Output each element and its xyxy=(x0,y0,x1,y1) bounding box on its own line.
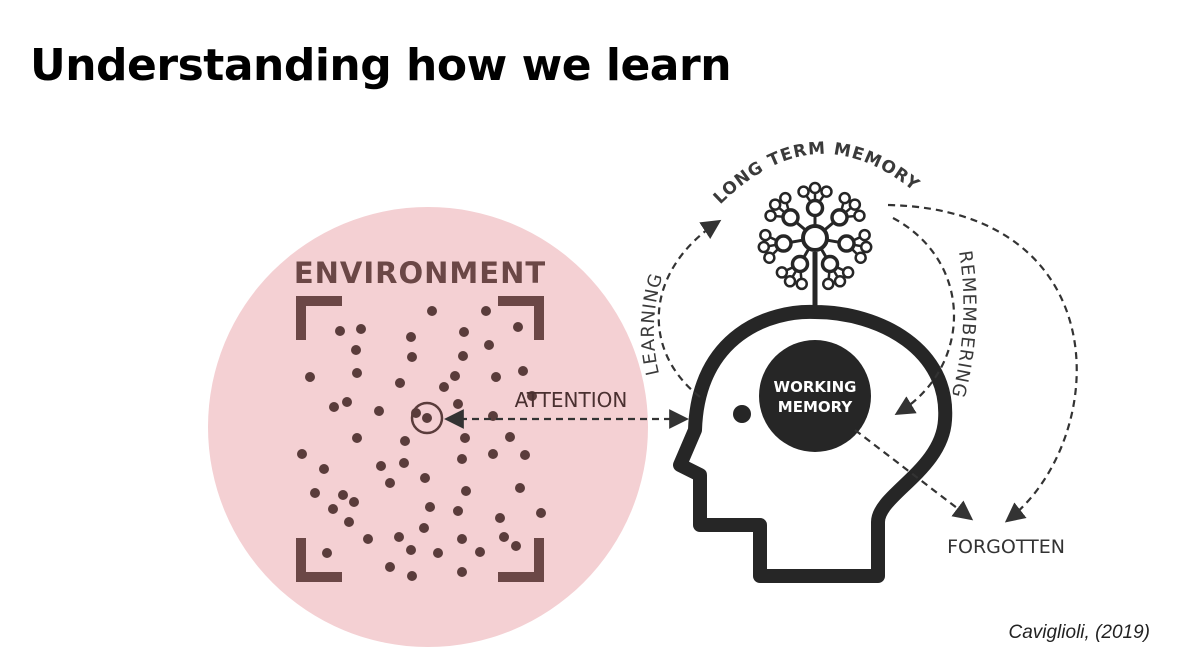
stimulus-dot xyxy=(457,454,467,464)
stimulus-dot xyxy=(457,567,467,577)
environment-dots xyxy=(297,306,546,581)
stimulus-dot xyxy=(406,545,416,555)
stimulus-dot xyxy=(394,532,404,542)
stimulus-dot xyxy=(356,324,366,334)
learning-label: LEARNING xyxy=(638,271,667,378)
stimulus-dot xyxy=(461,486,471,496)
stimulus-dot xyxy=(363,534,373,544)
forgetting-arrow-from-long-term-memory xyxy=(887,203,1078,523)
stimulus-dot xyxy=(407,352,417,362)
stimulus-dot xyxy=(458,351,468,361)
stimulus-dot xyxy=(484,340,494,350)
stimulus-dot xyxy=(349,497,359,507)
stimulus-dot xyxy=(518,366,528,376)
stimulus-dot xyxy=(335,326,345,336)
stimulus-dot xyxy=(515,483,525,493)
stimulus-dot xyxy=(342,397,352,407)
stimulus-dot xyxy=(488,449,498,459)
environment-frame xyxy=(296,296,544,582)
stimulus-dot xyxy=(513,322,523,332)
stimulus-dot xyxy=(453,399,463,409)
frame-corner-bottom-right xyxy=(498,538,544,582)
stimulus-dot xyxy=(328,504,338,514)
stimulus-dot xyxy=(457,534,467,544)
stimulus-dot xyxy=(433,548,443,558)
stimulus-dot xyxy=(406,332,416,342)
stimulus-dot xyxy=(395,378,405,388)
frame-corner-bottom-left xyxy=(296,538,342,582)
remembering-arrow xyxy=(892,217,955,416)
stimulus-dot xyxy=(453,506,463,516)
stimulus-dot xyxy=(329,402,339,412)
stimulus-dot xyxy=(352,433,362,443)
stimulus-dot xyxy=(385,478,395,488)
stimulus-dot xyxy=(499,532,509,542)
stimulus-dot xyxy=(505,432,515,442)
frame-corner-top-left xyxy=(296,296,342,340)
remembering-label: REMEMBERING xyxy=(947,249,980,400)
stimulus-dot xyxy=(520,450,530,460)
stimulus-dot xyxy=(385,562,395,572)
stimulus-dot xyxy=(425,502,435,512)
forgotten-label: FORGOTTEN xyxy=(947,536,1065,558)
stimulus-dot xyxy=(376,461,386,471)
stimulus-dot xyxy=(374,406,384,416)
stimulus-dot xyxy=(351,345,361,355)
head-eye xyxy=(733,405,751,423)
attention-target-icon xyxy=(410,401,444,435)
stimulus-dot xyxy=(420,473,430,483)
stimulus-dot xyxy=(481,306,491,316)
stimulus-dot xyxy=(399,458,409,468)
stimulus-dot xyxy=(352,368,362,378)
stimulus-dot xyxy=(427,306,437,316)
stimulus-dot xyxy=(338,490,348,500)
citation: Caviglioli, (2019) xyxy=(1008,622,1150,643)
stimulus-dot xyxy=(495,513,505,523)
working-memory-label-line2: MEMORY xyxy=(778,398,854,416)
frame-corner-top-right xyxy=(498,296,544,340)
stimulus-dot xyxy=(419,523,429,533)
stimulus-dot xyxy=(439,382,449,392)
neural-network-icon xyxy=(757,181,873,312)
stimulus-dot xyxy=(536,508,546,518)
stimulus-dot xyxy=(400,436,410,446)
forgetting-arrow-from-working-memory xyxy=(854,429,974,521)
stimulus-dot xyxy=(344,517,354,527)
stimulus-dot xyxy=(297,449,307,459)
stimulus-dot xyxy=(459,327,469,337)
stimulus-dot xyxy=(527,391,537,401)
stimulus-dot xyxy=(511,541,521,551)
long-term-memory-label: LONG TERM MEMORY xyxy=(710,139,924,209)
stimulus-dot xyxy=(475,547,485,557)
stimulus-dot xyxy=(450,371,460,381)
stimulus-dot xyxy=(491,372,501,382)
learning-arrow xyxy=(657,219,722,398)
stimulus-dot xyxy=(310,488,320,498)
stimulus-dot xyxy=(407,571,417,581)
working-memory-circle xyxy=(759,340,871,452)
stimulus-dot xyxy=(460,433,470,443)
stimulus-dot xyxy=(305,372,315,382)
environment-label: ENVIRONMENT xyxy=(294,256,546,290)
stimulus-dot xyxy=(319,464,329,474)
attention-label: ATTENTION xyxy=(515,388,628,412)
working-memory-label-line1: WORKING xyxy=(774,378,857,396)
slide-title: Understanding how we learn xyxy=(30,40,732,91)
stimulus-dot xyxy=(322,548,332,558)
